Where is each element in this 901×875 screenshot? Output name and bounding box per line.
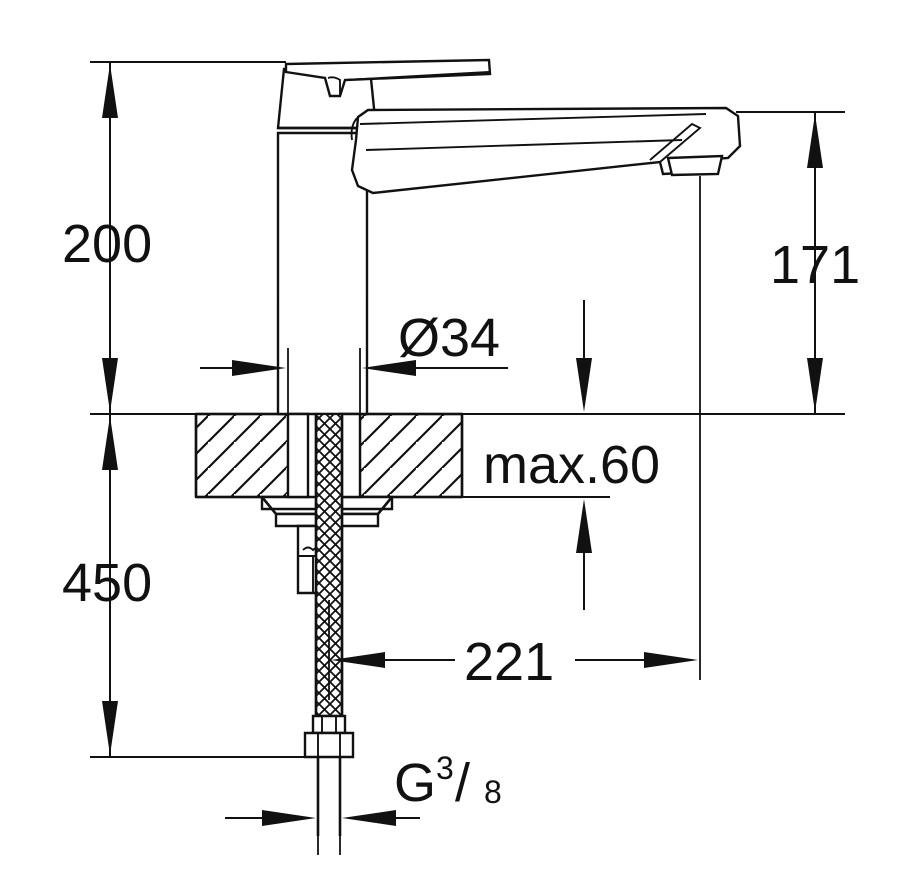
dimension-thread-label: G 3 / 8 [394, 750, 502, 813]
dimension-200-label: 200 [62, 214, 152, 274]
thread-letter: G [394, 753, 436, 813]
dimension-arrowheads [102, 64, 823, 826]
dimension-171-label: 171 [770, 235, 860, 295]
dimension-221-label: 221 [464, 632, 554, 692]
aerator-outlet [666, 154, 724, 177]
thread-slash: / [455, 753, 470, 813]
swivel-spout [350, 106, 742, 195]
thread-denominator: 8 [484, 774, 502, 810]
dimension-max60-label: max.60 [483, 435, 660, 495]
hose-connection-nut [303, 714, 355, 836]
thread-numerator: 3 [436, 750, 454, 786]
lever-handle [284, 58, 492, 98]
dimension-diameter-34-label: Ø34 [398, 308, 500, 368]
dimension-leader-lines [200, 300, 652, 819]
dimension-450-label: 450 [62, 553, 152, 613]
faucet-shank [286, 412, 362, 499]
